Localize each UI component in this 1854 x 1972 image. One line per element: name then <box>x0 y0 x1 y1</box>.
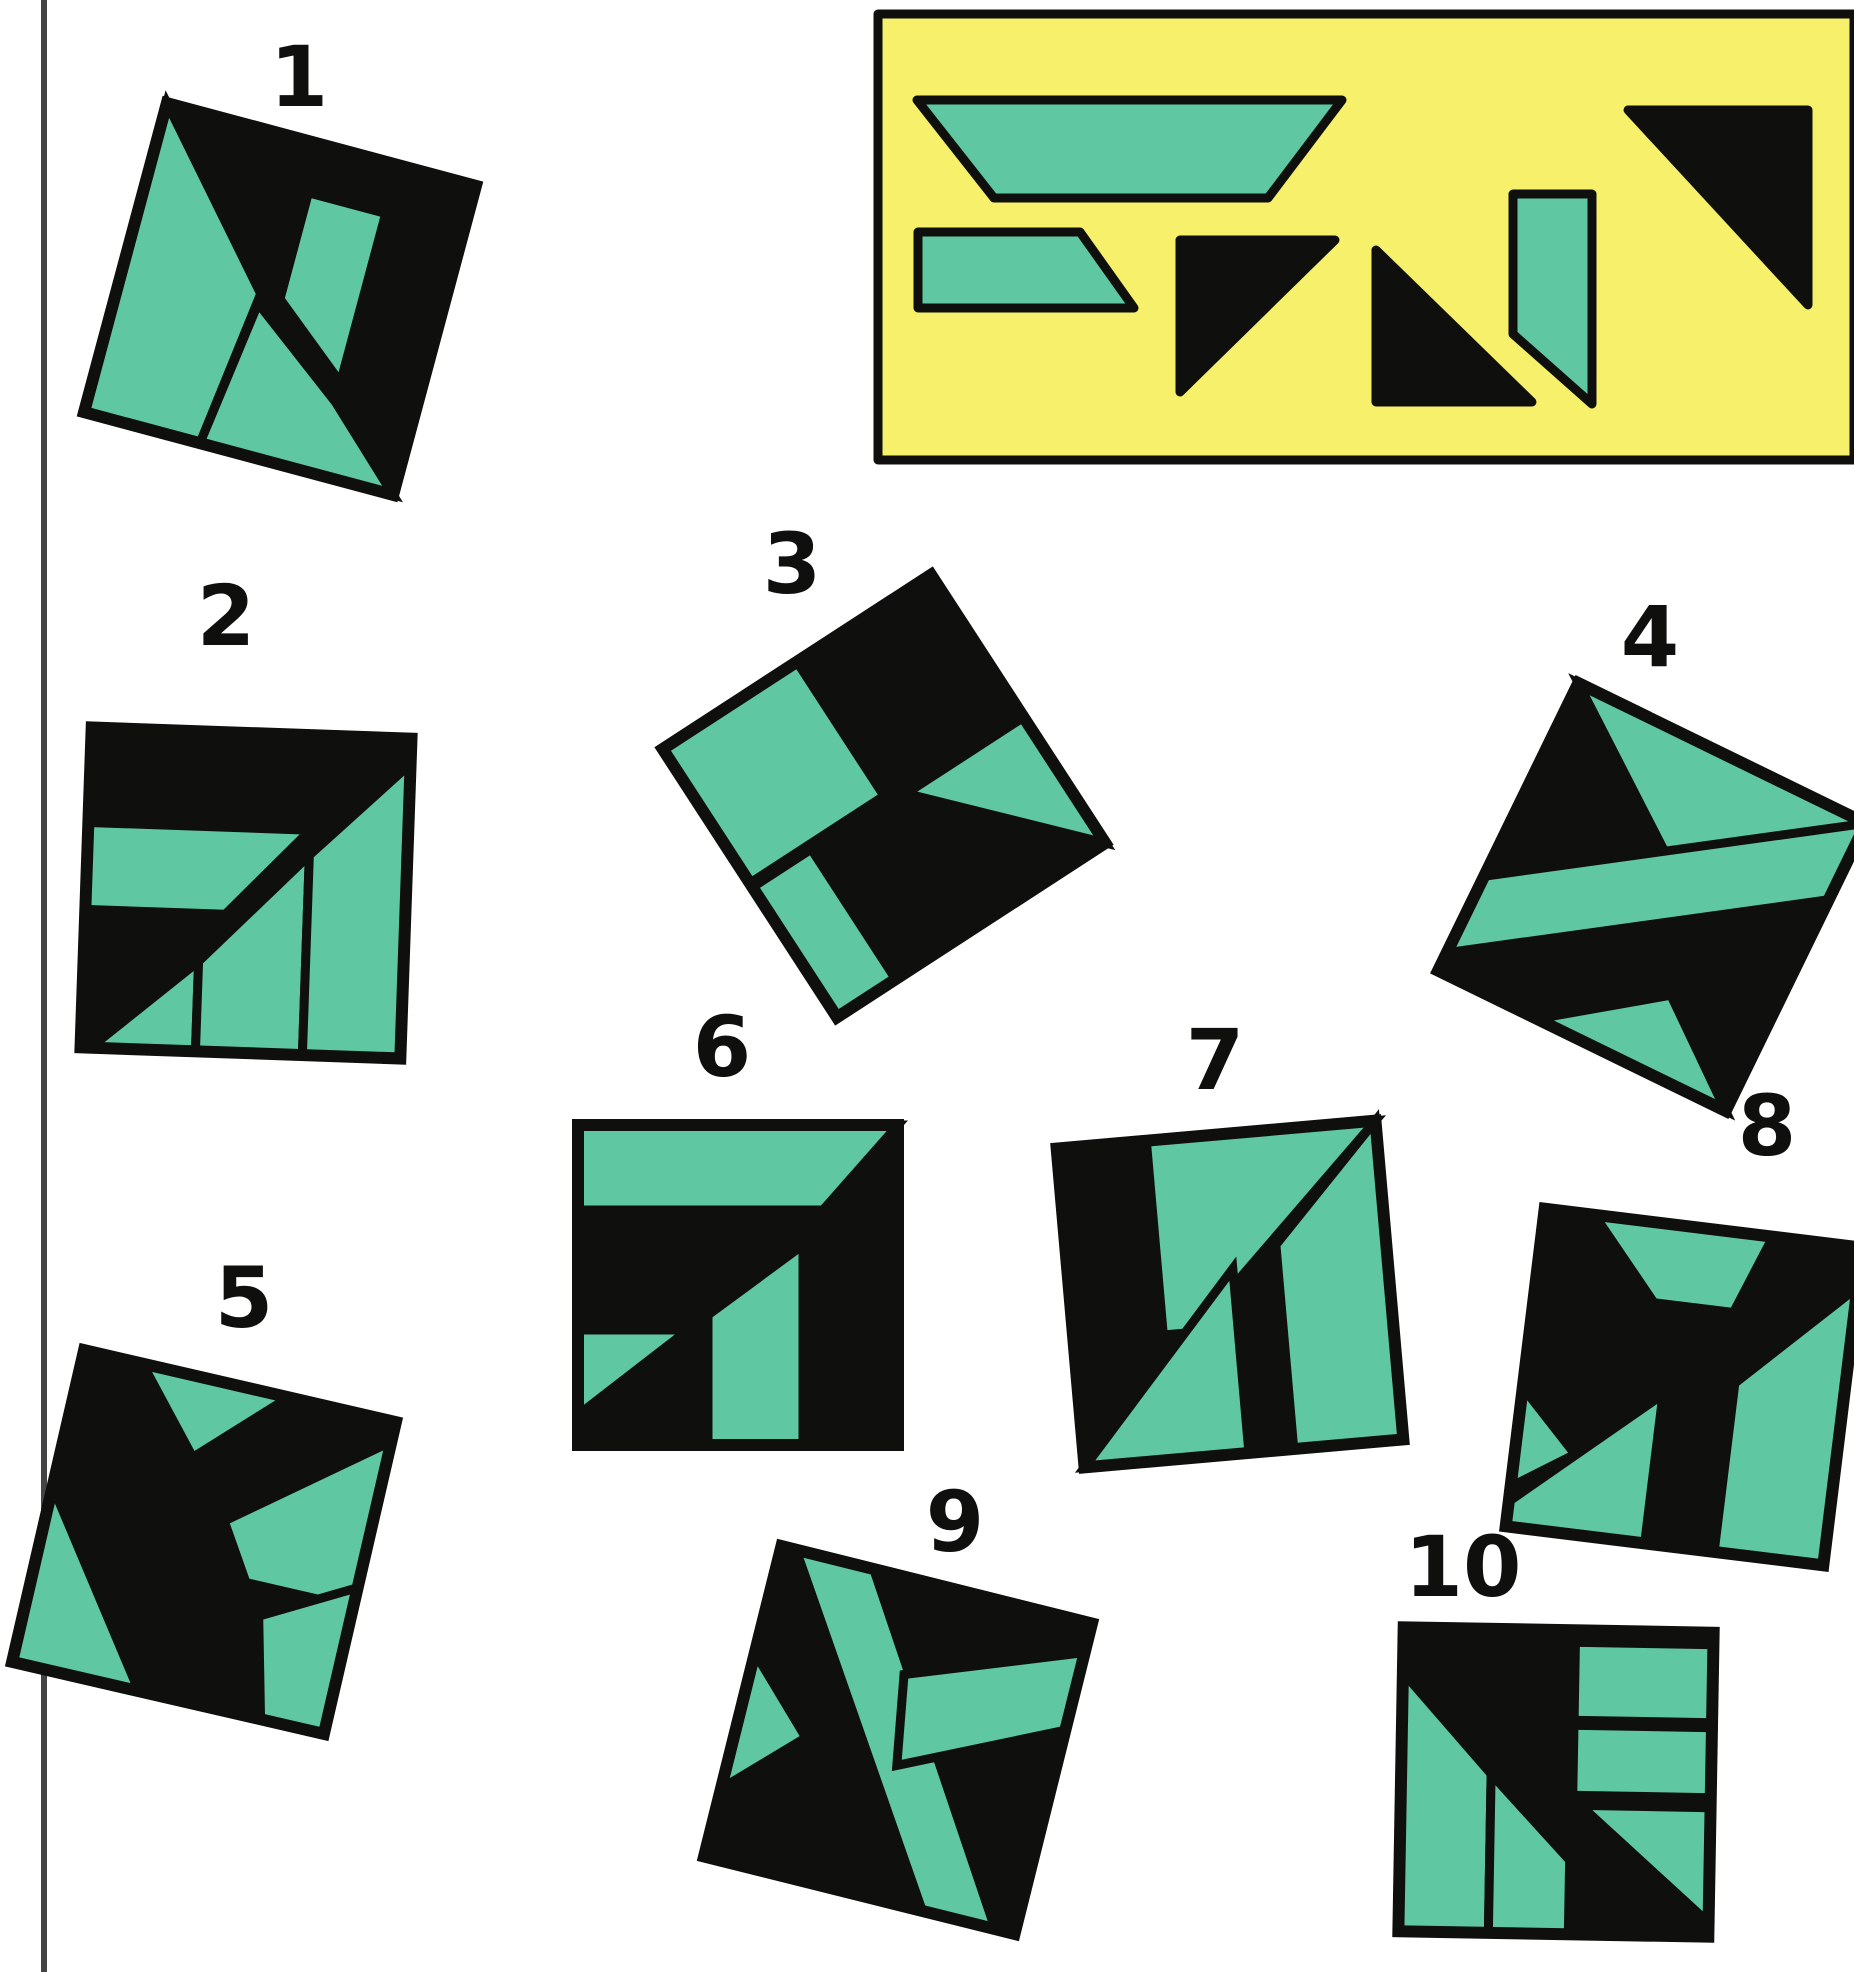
puzzle-10[interactable] <box>1398 1627 1713 1936</box>
puzzle-label: 1 <box>270 28 328 126</box>
puzzle-label: 5 <box>215 1249 273 1347</box>
puzzle-label: 10 <box>1405 1518 1522 1616</box>
puzzle-4[interactable] <box>1438 683 1854 1111</box>
puzzle-5[interactable] <box>12 1350 396 1734</box>
puzzle-label: 3 <box>763 515 821 613</box>
puzzle-8[interactable] <box>1506 1209 1854 1566</box>
piece-set-panel <box>878 14 1854 460</box>
puzzle-label: 8 <box>1738 1077 1796 1175</box>
puzzle-3[interactable] <box>663 575 1106 1018</box>
puzzle-label: 2 <box>197 567 255 665</box>
puzzle-label: 9 <box>926 1473 984 1571</box>
puzzle-6[interactable] <box>578 1125 898 1445</box>
puzzle-label: 6 <box>693 998 751 1096</box>
puzzle-label: 7 <box>1186 1011 1244 1109</box>
puzzle-9[interactable] <box>704 1546 1092 1934</box>
puzzle-7[interactable] <box>1057 1121 1404 1468</box>
puzzle-label: 4 <box>1621 588 1679 686</box>
piece-trapezoid[interactable] <box>917 100 1342 198</box>
puzzle-2[interactable] <box>81 728 412 1059</box>
puzzle-1[interactable] <box>84 103 476 495</box>
